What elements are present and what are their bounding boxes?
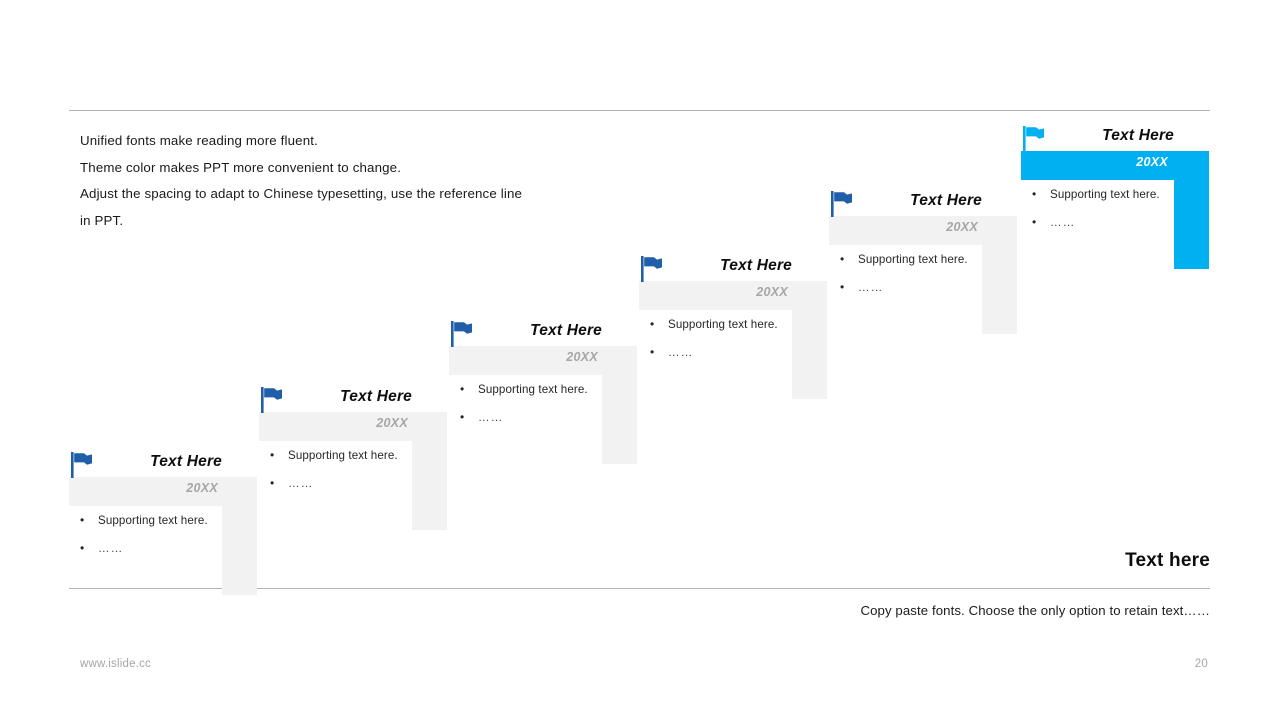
- step-bullet-list: Supporting text here. ……: [76, 513, 226, 570]
- step-year: 20XX: [566, 350, 598, 364]
- step-card-4[interactable]: Text Here 20XX Supporting text here. ……: [639, 256, 827, 401]
- step-bullet: ……: [646, 345, 796, 359]
- step-card-3[interactable]: Text Here 20XX Supporting text here. ……: [449, 321, 637, 466]
- step-bullet: Supporting text here.: [76, 513, 226, 527]
- step-bullet-list: Supporting text here. ……: [646, 317, 796, 374]
- step-bullet: Supporting text here.: [266, 448, 416, 462]
- step-vertical-leg: [982, 216, 1017, 334]
- step-bullet-list: Supporting text here. ……: [266, 448, 416, 505]
- step-bullet-list: Supporting text here. ……: [1028, 187, 1178, 244]
- site-url[interactable]: www.islide.cc: [80, 658, 151, 670]
- divider-top: [69, 110, 1210, 111]
- step-bullet-list: Supporting text here. ……: [456, 382, 606, 439]
- intro-line-4: in PPT.: [80, 212, 124, 228]
- step-bullet: Supporting text here.: [836, 252, 986, 266]
- step-vertical-leg: [792, 281, 827, 399]
- flag-icon: [261, 387, 283, 413]
- intro-line-2: Theme color makes PPT more convenient to…: [80, 159, 402, 175]
- step-bullet: ……: [1028, 215, 1178, 229]
- step-title: Text Here: [530, 322, 602, 339]
- step-title: Text Here: [720, 257, 792, 274]
- intro-paragraph: Unified fonts make reading more fluent. …: [80, 128, 640, 234]
- step-year: 20XX: [946, 220, 978, 234]
- step-title: Text Here: [340, 388, 412, 405]
- footer-paragraph: Copy paste fonts. Choose the only option…: [860, 603, 1210, 618]
- step-bullet-list: Supporting text here. ……: [836, 252, 986, 309]
- footer-heading: Text here: [1125, 550, 1210, 571]
- step-bullet: Supporting text here.: [456, 382, 606, 396]
- step-title: Text Here: [1102, 127, 1174, 144]
- step-card-1[interactable]: Text Here 20XX Supporting text here. ……: [69, 452, 257, 597]
- step-bullet: ……: [266, 476, 416, 490]
- flag-icon: [71, 452, 93, 478]
- step-card-5-top[interactable]: Text Here 20XX Supporting text here. ……: [1021, 126, 1209, 271]
- step-vertical-leg: [602, 346, 637, 464]
- step-bullet: Supporting text here.: [646, 317, 796, 331]
- step-bullet: Supporting text here.: [1028, 187, 1178, 201]
- page-number: 20: [1194, 658, 1208, 670]
- step-year: 20XX: [1136, 155, 1168, 169]
- step-title: Text Here: [150, 453, 222, 470]
- step-card-5[interactable]: Text Here 20XX Supporting text here. ……: [829, 191, 1017, 336]
- divider-bottom: [69, 588, 1210, 589]
- step-vertical-leg: [222, 477, 257, 595]
- step-title: Text Here: [910, 192, 982, 209]
- step-year: 20XX: [186, 481, 218, 495]
- step-vertical-leg: [1174, 151, 1209, 269]
- step-year: 20XX: [376, 416, 408, 430]
- step-card-2[interactable]: Text Here 20XX Supporting text here. ……: [259, 387, 447, 532]
- step-year: 20XX: [756, 285, 788, 299]
- step-bullet: ……: [836, 280, 986, 294]
- step-bullet: ……: [456, 410, 606, 424]
- flag-icon: [1023, 126, 1045, 152]
- flag-icon: [831, 191, 853, 217]
- flag-icon: [641, 256, 663, 282]
- flag-icon: [451, 321, 473, 347]
- step-vertical-leg: [412, 412, 447, 530]
- intro-line-3: Adjust the spacing to adapt to Chinese t…: [80, 186, 523, 201]
- intro-line-1: Unified fonts make reading more fluent.: [80, 133, 318, 148]
- step-bullet: ……: [76, 541, 226, 555]
